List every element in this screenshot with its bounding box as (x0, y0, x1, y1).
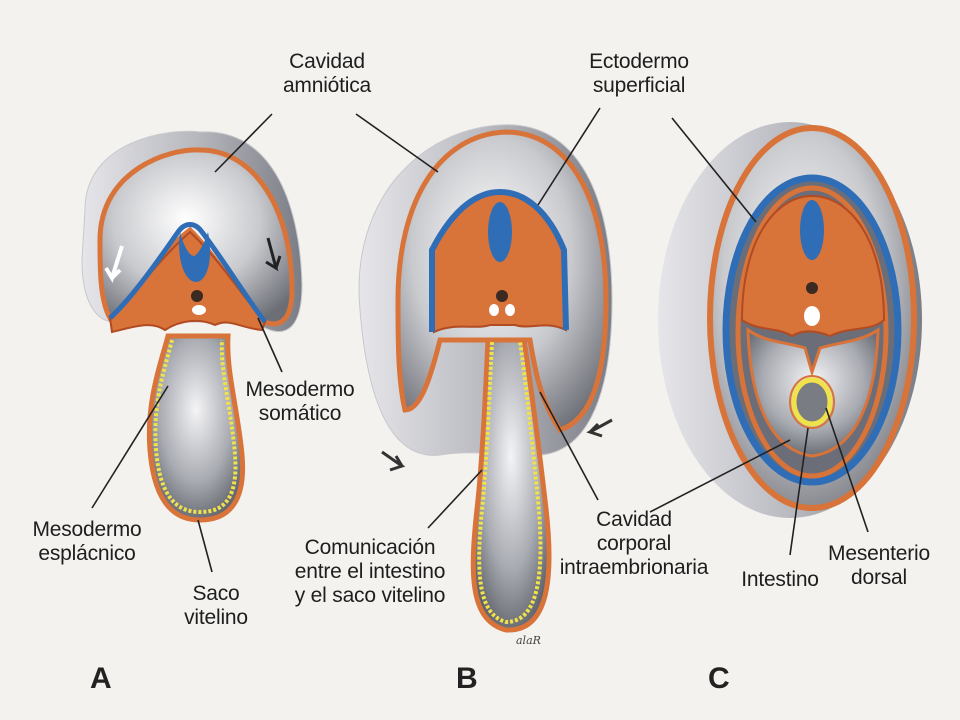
embryo-a (81, 130, 303, 523)
label-cavidad-corporal: Cavidad corporal intraembrionaria (559, 508, 709, 579)
neural-tube-b (488, 202, 512, 262)
ectoderm-a (108, 222, 267, 324)
leader-saco (197, 519, 213, 573)
body-wall-orange-c (735, 185, 889, 479)
aorta-a (192, 305, 206, 315)
leader-mesenterio (825, 407, 869, 533)
folding-arrow-left-b (381, 450, 406, 472)
folding-arrow-right-b (586, 418, 613, 438)
leader-ecto-b (537, 107, 601, 206)
neural-groove-a (179, 232, 211, 282)
folding-arrow-left-a (104, 245, 124, 283)
label-mesenterio-dorsal: Mesenterio dorsal (828, 542, 930, 589)
panel-label-b: B (456, 662, 478, 695)
notochord-c (806, 282, 818, 294)
embryo-c (658, 122, 922, 518)
notochord-a (191, 290, 203, 302)
label-intestino: Intestino (741, 568, 819, 591)
leader-cavidad-c (649, 439, 791, 513)
notochord-b (496, 290, 508, 302)
leader-ecto-c (671, 117, 757, 223)
mesoderm-a (108, 230, 267, 334)
leader-intestino (789, 427, 809, 556)
leader-lines (91, 107, 869, 573)
panel-label-c: C (708, 662, 730, 695)
label-ectodermo-superficial: Ectodermo superficial (589, 50, 689, 97)
aorta-c (804, 306, 820, 326)
label-mesodermo-somatico: Mesodermo somático (245, 378, 355, 425)
leader-cavidad-b (355, 113, 439, 173)
leader-meso-esplacnico (91, 385, 169, 509)
mesoderm-c (740, 194, 886, 338)
intestine-c (791, 377, 833, 427)
label-saco-vitelino: Saco vitelino (184, 582, 248, 629)
label-comunicacion: Comunicación entre el intestino y el sac… (294, 536, 446, 607)
aorta-b-left (489, 304, 499, 316)
label-mesodermo-esplacnico: Mesodermo esplácnico (32, 518, 142, 565)
folding-arrow-right-a (265, 237, 282, 272)
aorta-b-right (505, 304, 515, 316)
ectoderm-b (429, 188, 569, 332)
leader-cavidad-a (214, 113, 273, 173)
yolk-sac-a (146, 333, 246, 523)
intestine-lining-c (789, 375, 835, 429)
panel-label-a: A (90, 662, 112, 695)
embryo-b (358, 124, 613, 633)
leader-meso-somatico (257, 317, 283, 373)
endoderm-b (477, 341, 543, 625)
neural-tube-c (800, 200, 824, 260)
leader-comunicacion (427, 469, 483, 529)
label-cavidad-amniotica: Cavidad amniótica (282, 50, 372, 97)
artist-signature: alaR (516, 634, 541, 647)
leader-cavidad-corporal (539, 391, 599, 501)
